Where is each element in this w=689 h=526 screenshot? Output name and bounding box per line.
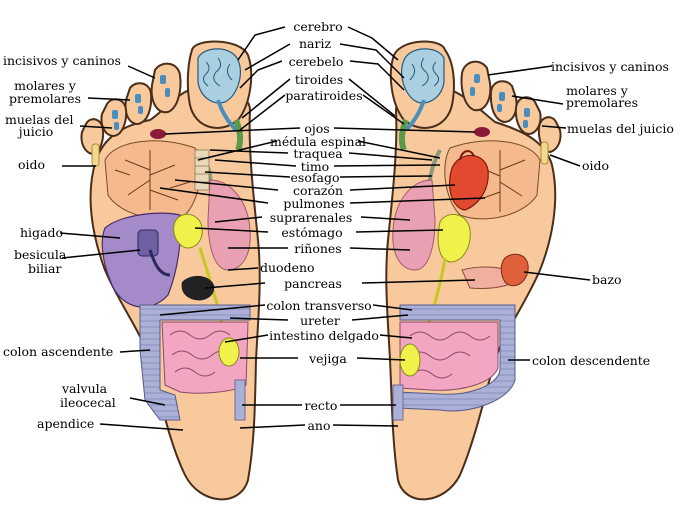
label-cerebro: cerebro bbox=[293, 19, 343, 34]
right-ear-zone bbox=[540, 141, 549, 165]
label-higado: higado bbox=[20, 225, 64, 240]
label-cerebelo: cerebelo bbox=[288, 54, 344, 69]
label-ureter: ureter bbox=[300, 313, 340, 328]
label-medula-espinal: médula espinal bbox=[269, 134, 367, 149]
label-apendice: apendice bbox=[37, 416, 95, 431]
label-paratiroides: paratiroides bbox=[285, 88, 363, 103]
label-intestino-delgado: intestino delgado bbox=[269, 328, 379, 343]
left-foot bbox=[80, 40, 261, 501]
right-toe-2 bbox=[460, 60, 492, 112]
right-stomach bbox=[437, 214, 471, 263]
right-foot bbox=[385, 40, 562, 501]
label-colon-descendente: colon descendente bbox=[532, 353, 651, 368]
label-valvula-line1: valvula bbox=[62, 381, 108, 396]
label-corazon: corazón bbox=[292, 183, 344, 198]
label-nariz: nariz bbox=[298, 36, 332, 51]
label-suprarenales: suprarenales bbox=[269, 210, 353, 225]
left-ear-zone bbox=[91, 143, 100, 167]
label-incisivos-left: incisivos y caninos bbox=[3, 53, 121, 68]
label-pancreas: pancreas bbox=[284, 276, 342, 291]
label-incisivos-right: incisivos y caninos bbox=[551, 59, 669, 74]
left-adrenal bbox=[173, 213, 203, 249]
left-teeth bbox=[112, 75, 170, 130]
label-besicula-line2: biliar bbox=[28, 261, 62, 276]
label-molares-right-line1: molares y bbox=[566, 83, 628, 98]
liver bbox=[101, 212, 182, 308]
left-colon bbox=[139, 304, 251, 421]
label-valvula-line2: ileocecal bbox=[60, 395, 116, 410]
label-pulmones: pulmones bbox=[283, 196, 345, 211]
left-bladder bbox=[218, 337, 240, 367]
label-molares-left-line1: molares y bbox=[14, 78, 76, 93]
left-pancreas bbox=[181, 275, 215, 301]
label-muelas-left-line2: juicio bbox=[18, 124, 54, 139]
right-eye bbox=[474, 127, 490, 137]
left-toe-2 bbox=[150, 62, 182, 114]
label-molares-left-line2: premolares bbox=[9, 91, 81, 106]
label-muelas-left-line1: muelas del bbox=[5, 112, 74, 127]
leader-lines bbox=[59, 26, 591, 431]
left-toe-3 bbox=[124, 82, 153, 126]
spleen bbox=[500, 253, 529, 287]
label-colon-transverso: colon transverso bbox=[266, 298, 372, 313]
left-lung bbox=[104, 140, 201, 220]
label-molares-right-line2: premolares bbox=[566, 95, 638, 110]
right-kidney-zone bbox=[392, 179, 436, 271]
left-eye bbox=[150, 129, 166, 139]
label-rinones: riñones bbox=[294, 241, 342, 256]
heart bbox=[449, 154, 489, 211]
left-brain bbox=[197, 48, 241, 104]
label-oido-right: oido bbox=[582, 158, 610, 173]
label-ano: ano bbox=[307, 418, 331, 433]
right-brain bbox=[401, 48, 445, 104]
label-bazo: bazo bbox=[592, 272, 622, 287]
label-muelas-right: muelas del juicio bbox=[567, 121, 674, 136]
label-duodeno: duodeno bbox=[260, 260, 315, 275]
label-oido-left: oido bbox=[18, 157, 46, 172]
label-esofago: esofago bbox=[290, 170, 340, 185]
label-ojos: ojos bbox=[304, 121, 330, 136]
label-recto: recto bbox=[304, 398, 338, 413]
gallbladder bbox=[137, 229, 159, 257]
label-tiroides: tiroides bbox=[294, 72, 344, 87]
right-teeth bbox=[470, 74, 530, 128]
label-estomago: estómago bbox=[281, 225, 343, 240]
label-colon-ascendente: colon ascendente bbox=[3, 344, 114, 359]
label-timo: timo bbox=[300, 159, 330, 174]
label-vejiga: vejiga bbox=[309, 351, 347, 366]
label-traquea: traquea bbox=[293, 146, 343, 161]
right-toe-3 bbox=[489, 80, 518, 124]
label-besicula-line1: besicula bbox=[14, 247, 67, 262]
